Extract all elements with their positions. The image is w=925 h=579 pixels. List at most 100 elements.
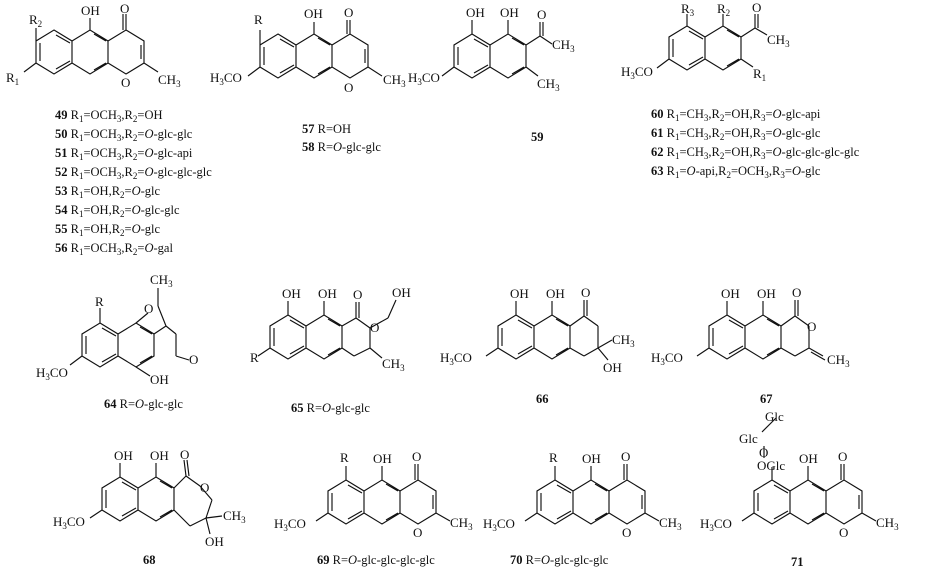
structure-65: OH OH O OH O R CH3 65 R=O-glc-glc: [250, 285, 411, 415]
ch3-bottom-label: CH3: [537, 76, 560, 93]
ring-o-label: O: [344, 80, 353, 95]
ch3-top-label: CH3: [552, 37, 575, 54]
entry-61: 61 R1=CH3,R2=OH,R3=O-glc-glc: [651, 126, 821, 142]
compound-number-59: 59: [531, 130, 544, 144]
carbonyl-o-label: O: [581, 285, 590, 300]
entry-52: 52 R1=OCH3,R2=O-glc-glc-glc: [55, 165, 212, 181]
entries-60-63: 60 R1=CH3,R2=OH,R3=O-glc-api 61 R1=CH3,R2…: [651, 107, 860, 180]
oh-c-label: OH: [205, 534, 224, 549]
structure-60-63: R3 R2 O CH3 H3CO R1: [621, 0, 790, 83]
entry-56: 56 R1=OCH3,R2=O-gal: [55, 241, 173, 257]
ring-o-label: O: [413, 525, 422, 540]
structure-68: OH OH O O H3CO CH3 OH 68: [53, 447, 246, 567]
compound-number-68: 68: [143, 553, 156, 567]
ch3-label: CH3: [450, 515, 473, 532]
ketone-o-label: O: [412, 449, 421, 464]
ketone-o-label: O: [838, 449, 847, 464]
ch3-label: CH3: [382, 356, 405, 373]
entry-51: 51 R1=OCH3,R2=O-glc-api: [55, 146, 193, 162]
entry-62: 62 R1=CH3,R2=OH,R3=O-glc-glc-glc-glc: [651, 145, 860, 161]
oh-a-label: OH: [114, 448, 133, 463]
r-label: R: [95, 294, 104, 309]
entry-54: 54 R1=OH,R2=O-glc-glc: [55, 203, 180, 219]
h3co-label: H3CO: [440, 350, 472, 367]
ketone-o-label: O: [189, 352, 198, 367]
oh-a-label: OH: [510, 286, 529, 301]
oh-b-label: OH: [546, 286, 565, 301]
ch3-label: CH3: [827, 352, 850, 369]
glc-mid-label: Glc: [739, 431, 758, 446]
oh-b-label: OH: [150, 448, 169, 463]
oh-b-label: OH: [500, 5, 519, 20]
r2-label: R2: [717, 1, 730, 18]
entry-63: 63 R1=O-api,R2=OCH3,R3=O-glc: [651, 164, 821, 180]
h3co-label: H3CO: [36, 365, 68, 382]
entry-58: 58 R=O-glc-glc: [302, 140, 381, 154]
entry-57: 57 R=OH: [302, 122, 351, 136]
ring-o-label: O: [807, 319, 816, 334]
compound-number-71: 71: [791, 555, 804, 569]
h3co-label: H3CO: [274, 516, 306, 533]
ch3-label: CH3: [383, 72, 406, 89]
oh-b-label: OH: [757, 286, 776, 301]
ch3-label: CH3: [767, 32, 790, 49]
ch3-label: CH3: [659, 515, 682, 532]
oh-label: OH: [799, 451, 818, 466]
entry-60: 60 R1=CH3,R2=OH,R3=O-glc-api: [651, 107, 821, 123]
glc-top-label: Glc: [765, 409, 784, 424]
structure-59: OH OH O CH3 H3CO CH3 59: [408, 5, 575, 144]
r-label: R: [549, 450, 558, 465]
structure-57-58: R OH O O H3CO CH3: [210, 5, 406, 95]
structure-66: OH OH O CH3 H3CO OH 66: [440, 285, 635, 406]
ring-o-label: O: [839, 525, 848, 540]
h3co-label: H3CO: [408, 70, 440, 87]
entries-49-56: 49 R1=OCH3,R2=OH 50 R1=OCH3,R2=O-glc-glc 5…: [55, 108, 212, 257]
oh-b-label: OH: [318, 286, 337, 301]
carbonyl-o-label: O: [537, 7, 546, 22]
r2-label: R2: [29, 12, 42, 29]
ring-o-label: O: [370, 320, 379, 335]
h3co-label: H3CO: [483, 516, 515, 533]
r-label: R: [254, 12, 263, 27]
entry-55: 55 R1=OH,R2=O-glc: [55, 222, 161, 238]
carbonyl-o-label: O: [792, 285, 801, 300]
h3co-label: H3CO: [210, 70, 242, 87]
entry-50: 50 R1=OCH3,R2=O-glc-glc: [55, 127, 193, 143]
ketone-o-label: O: [120, 1, 129, 16]
o-link-label: O: [759, 445, 768, 460]
r1-label: R1: [753, 66, 766, 83]
compound-number-66: 66: [536, 392, 549, 406]
oh-label: OH: [582, 451, 601, 466]
r3-label: R3: [681, 1, 695, 18]
oh-label: OH: [81, 3, 100, 18]
entries-57-58: 57 R=OH 58 R=O-glc-glc: [302, 122, 381, 154]
h3co-label: H3CO: [53, 514, 85, 531]
h3co-label: H3CO: [651, 350, 683, 367]
ring-o-label: O: [622, 525, 631, 540]
carbonyl-o-label: O: [353, 287, 362, 302]
oh-label: OH: [150, 372, 169, 387]
entry-64: 64 R=O-glc-glc: [104, 397, 183, 411]
ch3-label: CH3: [223, 508, 246, 525]
compound-number-67: 67: [760, 392, 773, 406]
r-label: R: [340, 450, 349, 465]
structure-49-56: R2 OH O O R1 CH3: [6, 1, 181, 90]
structure-69: R OH O O H3CO CH3 69 R=O-glc-glc-glc-glc: [274, 449, 473, 567]
h3co-label: H3CO: [700, 516, 732, 533]
entry-69: 69 R=O-glc-glc-glc-glc: [317, 553, 435, 567]
entry-65: 65 R=O-glc-glc: [291, 401, 370, 415]
oh-a-label: OH: [282, 286, 301, 301]
oh-label: OH: [304, 6, 323, 21]
ch3-label: CH3: [876, 515, 899, 532]
structure-70: R OH O O H3CO CH3 70 R=O-glc-glc-glc: [483, 449, 682, 567]
entry-53: 53 R1=OH,R2=O-glc: [55, 184, 161, 200]
carbonyl-o-label: O: [752, 0, 761, 15]
entry-49: 49 R1=OCH3,R2=OH: [55, 108, 163, 124]
structure-64: CH3 R O O H3CO OH 64 R=O-glc-glc: [36, 272, 198, 411]
carbonyl-o-label: O: [344, 5, 353, 20]
entry-70: 70 R=O-glc-glc-glc: [510, 553, 609, 567]
ch3-label: CH3: [612, 332, 635, 349]
carbonyl-o-label: O: [621, 449, 630, 464]
oh-c-label: OH: [603, 360, 622, 375]
